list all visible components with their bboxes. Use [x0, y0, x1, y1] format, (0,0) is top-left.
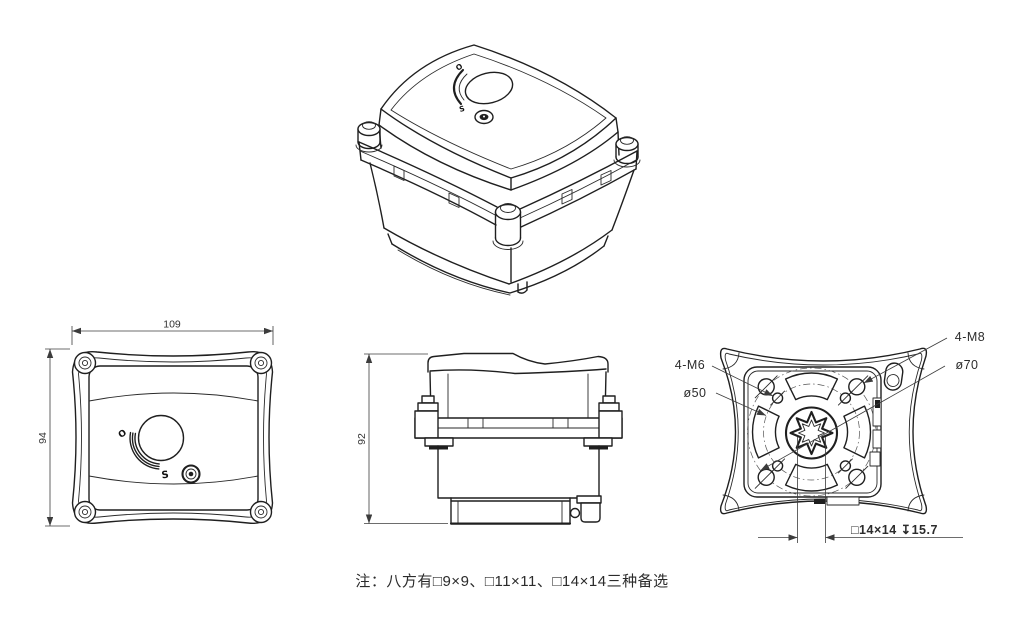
- top-view: O S 109 94: [30, 308, 310, 558]
- iso-button-dot: [483, 115, 485, 118]
- star-socket-inner: [798, 419, 825, 447]
- iso-band-slot: [448, 192, 460, 208]
- bolt-circle-50: [763, 383, 860, 481]
- bottom-arc-slots: [751, 372, 872, 492]
- callout-4-M6: 4-M6: [675, 358, 705, 372]
- bottom-callouts: 4-M6 ø50 4-M8 ø70: [675, 330, 985, 471]
- drawing-note: 注：八方有□9×9、□11×11、□14×14三种备选: [355, 573, 669, 590]
- dimension-width-109: 109: [71, 319, 274, 345]
- bottom-lower-tabs: [814, 496, 860, 506]
- bottom-keyhole: [883, 362, 904, 391]
- iso-cap-rim-left: [378, 124, 512, 191]
- iso-actuator-body: O S: [355, 44, 641, 296]
- isometric-view: O S: [350, 15, 660, 310]
- iso-indicator-window: [464, 71, 514, 105]
- iso-shut-mark: S: [458, 104, 466, 114]
- iso-open-mark: O: [454, 62, 464, 73]
- iso-cap-edge-left: [378, 108, 382, 126]
- iso-lower-edge-left: [369, 162, 385, 229]
- front-cap-rim: [429, 368, 607, 375]
- iso-base-skirt: [387, 233, 609, 296]
- front-upper-body-inner: [447, 373, 589, 419]
- dimension-socket-square: □14×14 ↧15.7: [758, 437, 963, 543]
- top-outer-shell: [71, 350, 274, 525]
- front-cap: [427, 352, 609, 373]
- iso-cap-rim-right: [510, 131, 619, 191]
- top-indicator-arc: [129, 431, 160, 470]
- bottom-m8-holes: [754, 375, 869, 489]
- bottom-m6-holes: [770, 390, 853, 474]
- star-socket-outline: [789, 410, 834, 456]
- bottom-star-socket: [784, 406, 839, 460]
- front-base-plate: [449, 497, 572, 525]
- dim-92-label: 92: [356, 433, 368, 445]
- front-view-body: [414, 352, 623, 525]
- dim-socket-label: □14×14 ↧15.7: [851, 523, 938, 537]
- front-lug-right: [583, 395, 623, 450]
- bottom-flange-outer: [719, 347, 928, 515]
- iso-cap-edge-right: [615, 117, 619, 133]
- front-band: [414, 417, 623, 439]
- top-cover-rect: [88, 365, 259, 511]
- top-button: [181, 464, 201, 484]
- dim-109-label: 109: [163, 319, 181, 331]
- iso-lower-silhouette-left: [383, 227, 510, 285]
- bottom-right-tabs: [869, 397, 882, 467]
- top-dome-curve-lower: [88, 475, 259, 485]
- callout-d50: ø50: [683, 386, 706, 400]
- bottom-view-body: [719, 347, 928, 515]
- dimension-height-92: 92: [356, 353, 448, 524]
- top-shut-mark: S: [161, 470, 170, 482]
- top-view-body: O S: [71, 350, 274, 525]
- iso-corner-bolt-front: [492, 203, 524, 250]
- bottom-view: 4-M6 ø50 4-M8 ø70 □14×14 ↧15.7: [660, 318, 1005, 550]
- iso-corner-bolt-left: [355, 121, 383, 153]
- callout-d70: ø70: [955, 358, 978, 372]
- iso-band-slot: [561, 189, 573, 205]
- iso-lower-silhouette-right: [508, 229, 613, 285]
- top-dome-curve-upper: [88, 392, 259, 402]
- dimension-height-94: 94: [37, 348, 70, 527]
- top-corner-screws: [73, 351, 273, 524]
- iso-indicator-arc: [452, 68, 465, 106]
- iso-lower-edge-right: [611, 169, 635, 231]
- iso-band-slot: [600, 170, 612, 186]
- iso-corner-bolt-right: [613, 136, 641, 168]
- top-indicator-window: [137, 414, 185, 462]
- front-view: 92: [350, 330, 660, 545]
- iso-indicator-arc-inner: [458, 73, 468, 101]
- top-inner-shell: [78, 357, 267, 518]
- callout-4-M8: 4-M8: [955, 330, 985, 344]
- front-upper-body-outer: [429, 371, 607, 419]
- iso-button: [474, 109, 494, 125]
- iso-dome-inner-line: [390, 53, 607, 170]
- front-cable-gland: [569, 495, 602, 523]
- bottom-corner-webs: [722, 352, 925, 512]
- dim-94-label: 94: [37, 432, 49, 444]
- front-lower-body: [437, 445, 600, 499]
- iso-band-slot: [393, 165, 405, 181]
